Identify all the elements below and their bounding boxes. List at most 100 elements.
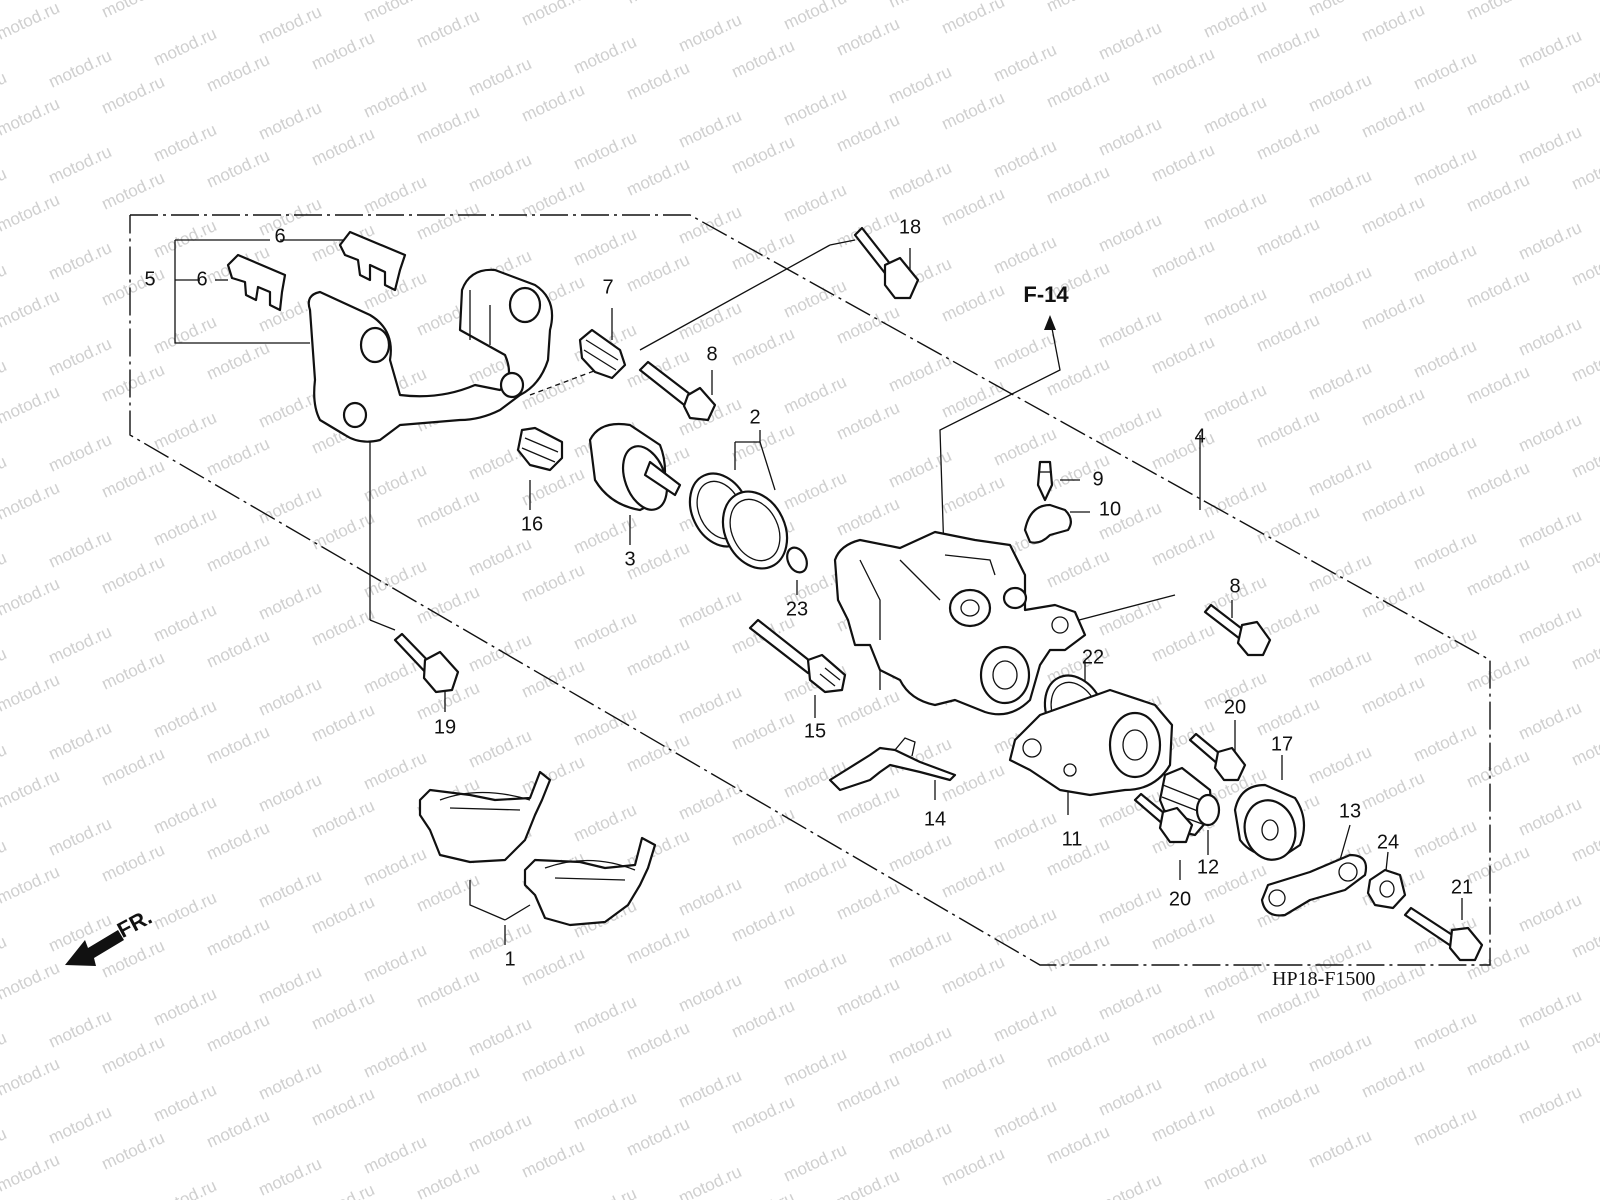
callout-15: 14 bbox=[924, 808, 946, 830]
watermark-text: motod.ru bbox=[1201, 284, 1270, 330]
watermark-text: motod.ru bbox=[1254, 502, 1323, 548]
watermark-text: motod.ru bbox=[1044, 354, 1113, 400]
watermark-text: motod.ru bbox=[466, 1110, 535, 1156]
watermark-text: motod.ru bbox=[1516, 698, 1585, 744]
watermark-text: motod.ru bbox=[1464, 1034, 1533, 1080]
watermark-text: motod.ru bbox=[939, 1144, 1008, 1190]
watermark-text: motod.ru bbox=[204, 434, 273, 480]
watermark-text: motod.ru bbox=[1411, 144, 1480, 190]
callout-23: 23 bbox=[786, 598, 808, 620]
watermark-text: motod.ru bbox=[151, 120, 220, 166]
watermark-text: motod.ru bbox=[46, 718, 115, 764]
watermark-text: motod.ru bbox=[466, 918, 535, 964]
watermark-text: motod.ru bbox=[256, 2, 325, 48]
watermark-text: motod.ru bbox=[1149, 140, 1218, 186]
watermark-text: motod.ru bbox=[151, 696, 220, 742]
watermark-text: motod.ru bbox=[151, 312, 220, 358]
callout-6-top: 6 bbox=[274, 225, 285, 247]
watermark-text: motod.ru bbox=[1306, 550, 1375, 596]
watermark-text: motod.ru bbox=[1359, 672, 1428, 718]
watermark-text: motod.ru bbox=[1201, 1052, 1270, 1098]
watermark-text: motod.ru bbox=[1516, 314, 1585, 360]
watermark-text: motod.ru bbox=[729, 804, 798, 850]
watermark-text: motod.ru bbox=[99, 552, 168, 598]
watermark-text: motod.ru bbox=[939, 376, 1008, 422]
watermark-text: motod.ru bbox=[729, 228, 798, 274]
watermark-text: motod.ru bbox=[361, 748, 430, 794]
arrow-head-icon bbox=[1044, 315, 1056, 330]
watermark-text: motod.ru bbox=[991, 808, 1060, 854]
callout-16: 15 bbox=[804, 720, 826, 742]
callout-7: 7 bbox=[602, 276, 613, 298]
watermark-text: motod.ru bbox=[1411, 1008, 1480, 1054]
watermark-text: motod.ru bbox=[466, 1014, 535, 1060]
watermark-text: motod.ru bbox=[1359, 384, 1428, 430]
watermark-text: motod.ru bbox=[624, 0, 693, 8]
watermark-text: motod.ru bbox=[309, 1084, 378, 1130]
watermark-text: motod.ru bbox=[939, 856, 1008, 902]
brake-pad-rear bbox=[418, 770, 552, 864]
watermark-text: motod.ru bbox=[834, 110, 903, 156]
callout-9: 8 bbox=[1229, 575, 1240, 597]
watermark-text: motod.ru bbox=[0, 1028, 9, 1074]
lever-14 bbox=[1260, 853, 1368, 917]
pad-retainer-clip-top bbox=[338, 230, 407, 292]
watermark-text: motod.ru bbox=[1306, 1126, 1375, 1172]
watermark-text: motod.ru bbox=[1306, 166, 1375, 212]
watermark-text: motod.ru bbox=[1464, 170, 1533, 216]
watermark-text: motod.ru bbox=[1359, 480, 1428, 526]
watermark-text: motod.ru bbox=[256, 98, 325, 144]
watermark-text: motod.ru bbox=[1254, 22, 1323, 68]
bleeder-valve-10 bbox=[1036, 460, 1054, 502]
watermark-text: motod.ru bbox=[1149, 524, 1218, 570]
watermark-text: motod.ru bbox=[466, 0, 535, 4]
watermark-text: motod.ru bbox=[886, 830, 955, 876]
watermark-text: motod.ru bbox=[886, 1118, 955, 1164]
watermark-text: motod.ru bbox=[0, 260, 9, 306]
watermark-text: motod.ru bbox=[1359, 1056, 1428, 1102]
watermark-text: motod.ru bbox=[414, 870, 483, 916]
bolt-20-bottom bbox=[1133, 792, 1194, 844]
watermark-text: motod.ru bbox=[1464, 842, 1533, 888]
f14-reference: F-14 bbox=[939, 282, 1069, 586]
watermark-text: motod.ru bbox=[571, 1184, 640, 1200]
watermark-text: motod.ru bbox=[361, 0, 430, 26]
watermark-text: motod.ru bbox=[571, 800, 640, 846]
watermark-text: motod.ru bbox=[204, 146, 273, 192]
watermark-text: motod.ru bbox=[886, 158, 955, 204]
watermark-text: motod.ru bbox=[1569, 244, 1600, 290]
watermark-text: motod.ru bbox=[1254, 118, 1323, 164]
watermark-text: motod.ru bbox=[99, 744, 168, 790]
callout-19-top: 18 bbox=[899, 216, 921, 238]
watermark-text: motod.ru bbox=[1149, 44, 1218, 90]
watermark-text: motod.ru bbox=[204, 338, 273, 384]
piston-3 bbox=[588, 422, 682, 512]
watermark-text: motod.ru bbox=[0, 548, 9, 594]
callout-2: 2 bbox=[749, 406, 760, 428]
watermark-text: motod.ru bbox=[624, 154, 693, 200]
watermark-text: motod.ru bbox=[939, 0, 1008, 38]
watermark-text: motod.ru bbox=[46, 1102, 115, 1148]
watermark-text: motod.ru bbox=[0, 1054, 62, 1100]
watermark-text: motod.ru bbox=[1411, 336, 1480, 382]
watermark-text: motod.ru bbox=[1254, 214, 1323, 260]
watermark-text: motod.ru bbox=[99, 264, 168, 310]
watermark-text: motod.ru bbox=[834, 974, 903, 1020]
watermark-text: motod.ru bbox=[1411, 48, 1480, 94]
watermark-text: motod.ru bbox=[1516, 410, 1585, 456]
watermark-text: motod.ru bbox=[204, 1010, 273, 1056]
watermark-text: motod.ru bbox=[1306, 742, 1375, 788]
watermark-text: motod.ru bbox=[571, 608, 640, 654]
watermark-text: motod.ru bbox=[0, 644, 9, 690]
watermark-text: motod.ru bbox=[204, 530, 273, 576]
assembly-frame bbox=[129, 214, 1491, 966]
watermark-text: motod.ru bbox=[939, 952, 1008, 998]
watermark-text: motod.ru bbox=[0, 286, 62, 332]
watermark-text: motod.ru bbox=[1359, 96, 1428, 142]
parking-housing-12 bbox=[1008, 688, 1174, 797]
watermark-text: motod.ru bbox=[1044, 1026, 1113, 1072]
watermark-text: motod.ru bbox=[1516, 890, 1585, 936]
watermark-text: motod.ru bbox=[624, 250, 693, 296]
watermark-text: motod.ru bbox=[1149, 1100, 1218, 1146]
watermark-text: motod.ru bbox=[204, 818, 273, 864]
